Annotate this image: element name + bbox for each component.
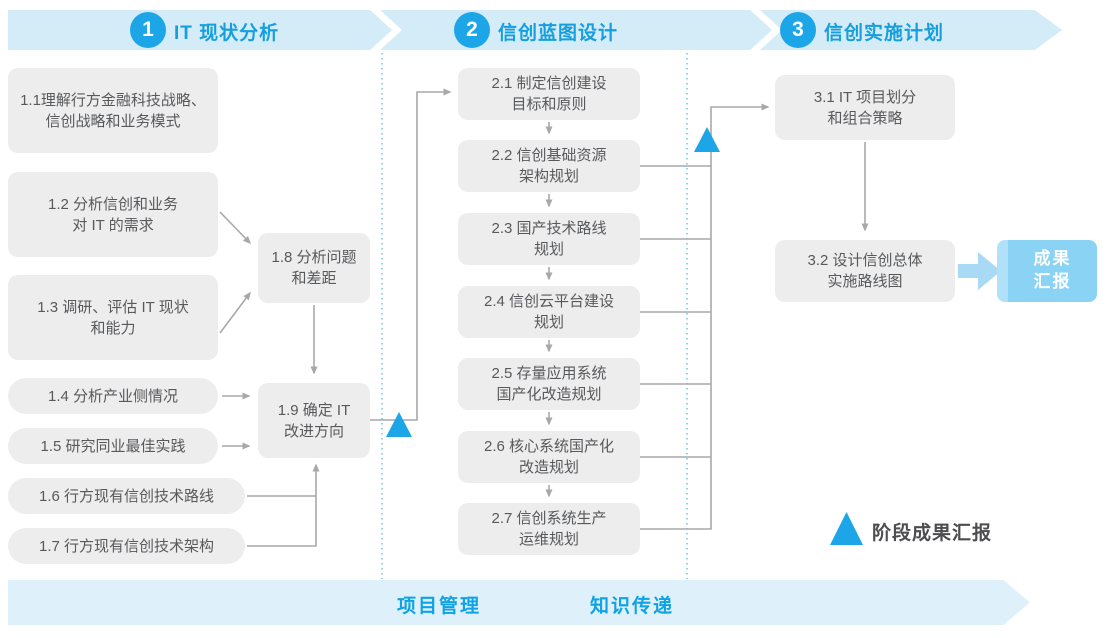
bottom-band [8, 580, 1030, 625]
box-2-7: 2.7 信创系统生产 运维规划 [458, 503, 640, 555]
box-1-8: 1.8 分析问题 和差距 [258, 233, 370, 303]
box-1-1: 1.1理解行方金融科技战略、 信创战略和业务模式 [8, 68, 218, 153]
phase2-header-band [380, 10, 772, 50]
box-2-5: 2.5 存量应用系统 国产化改造规划 [458, 358, 640, 410]
bottom-label-knowledge-transfer: 知识传递 [590, 596, 675, 617]
box-1-4: 1.4 分析产业侧情况 [8, 378, 218, 414]
box-2-4: 2.4 信创云平台建设 规划 [458, 286, 640, 338]
box-2-2: 2.2 信创基础资源 架构规划 [458, 140, 640, 192]
phase2-title: 信创蓝图设计 [498, 23, 619, 44]
box-3-2: 3.2 设计信创总体 实施路线图 [775, 240, 955, 302]
phase3-number-badge: 3 [780, 12, 816, 48]
phase1-header-band [8, 10, 392, 50]
box-1-5: 1.5 研究同业最佳实践 [8, 428, 218, 464]
phase2-number-badge: 2 [454, 12, 490, 48]
phase3-title: 信创实施计划 [824, 23, 945, 44]
phase1-number-badge: 1 [130, 12, 166, 48]
box-3-1: 3.1 IT 项目划分 和组合策略 [775, 75, 955, 140]
bottom-label-project-management: 项目管理 [397, 596, 482, 617]
box-1-6: 1.6 行方现有信创技术路线 [8, 478, 245, 514]
box-2-6: 2.6 核心系统国产化 改造规划 [458, 431, 640, 483]
phase1-title: IT 现状分析 [174, 23, 280, 44]
box-2-1: 2.1 制定信创建设 目标和原则 [458, 68, 640, 120]
box-1-3: 1.3 调研、评估 IT 现状 和能力 [8, 275, 218, 360]
legend-label: 阶段成果汇报 [872, 523, 993, 544]
result-report-box: 成果 汇报 [997, 240, 1097, 302]
box-2-3: 2.3 国产技术路线 规划 [458, 213, 640, 265]
box-1-2: 1.2 分析信创和业务 对 IT 的需求 [8, 172, 218, 257]
block-arrow-icon [958, 252, 1001, 290]
box-1-7: 1.7 行方现有信创技术架构 [8, 528, 245, 564]
box-1-9: 1.9 确定 IT 改进方向 [258, 383, 370, 458]
